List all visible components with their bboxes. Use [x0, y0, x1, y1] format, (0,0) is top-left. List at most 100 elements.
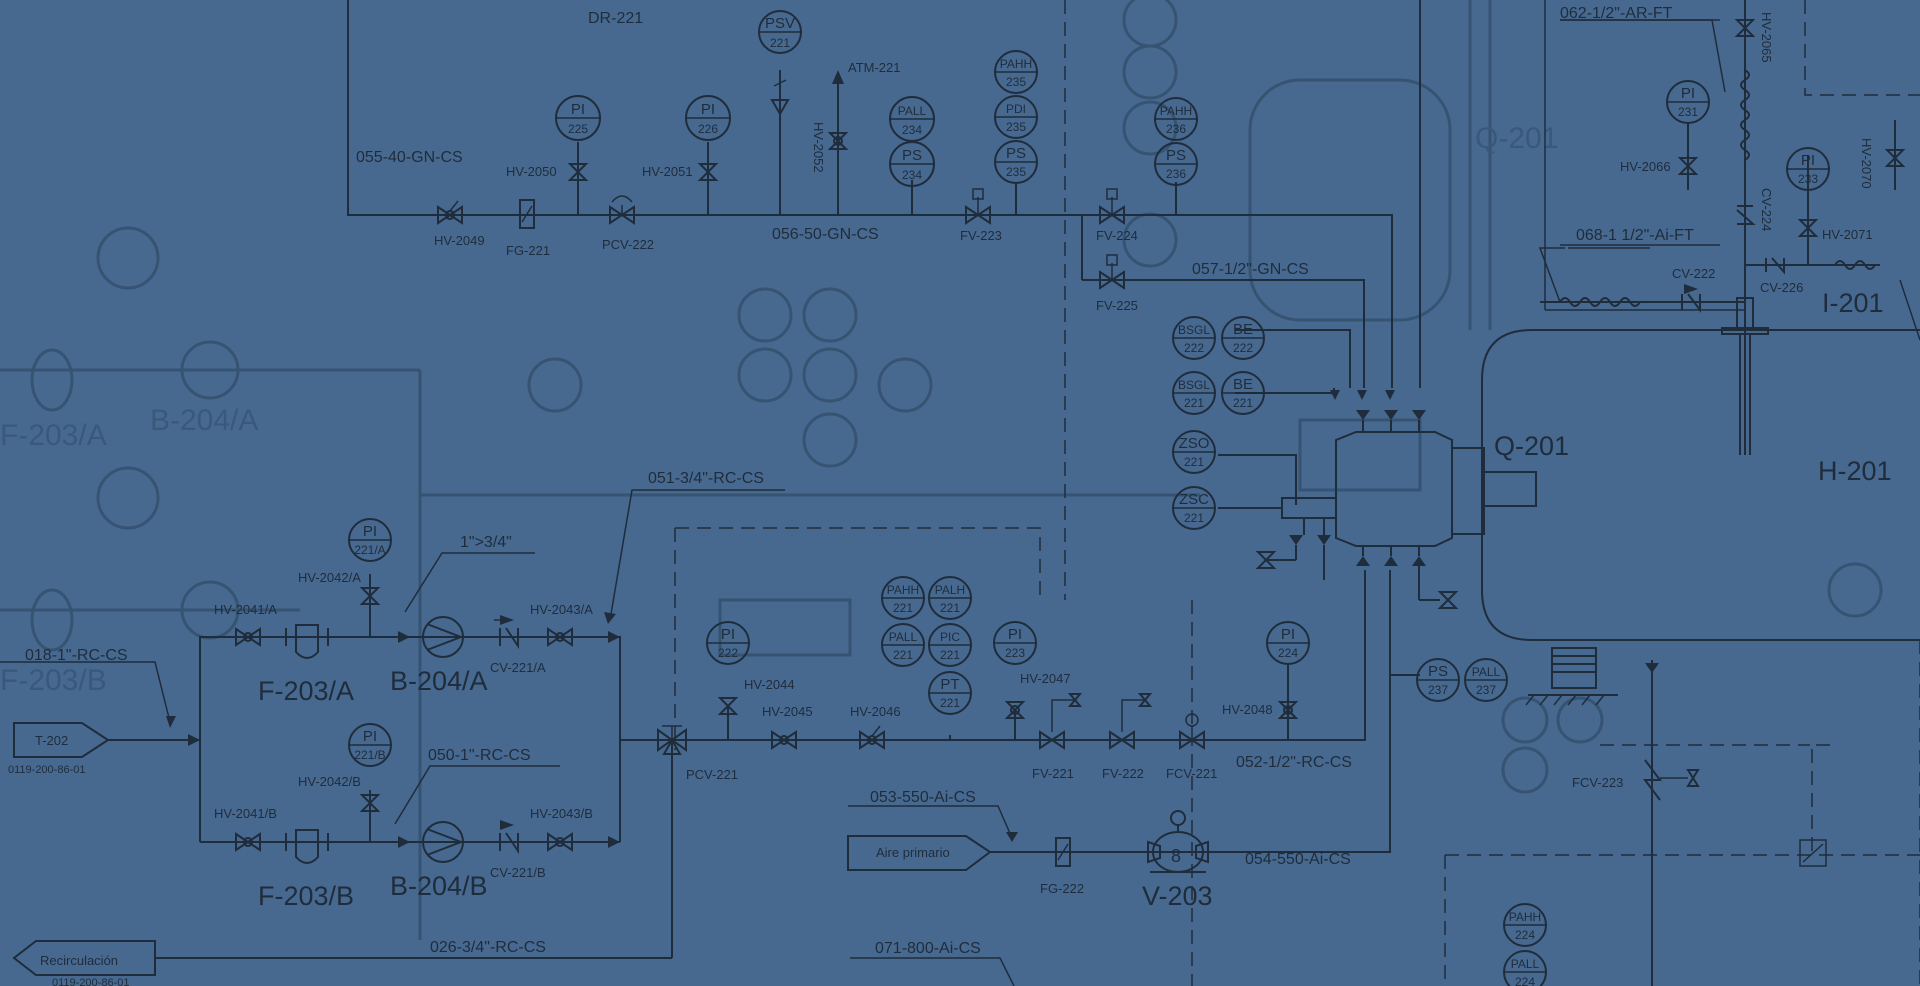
svg-text:221: 221 [893, 648, 913, 662]
valve-fv221[interactable] [1039, 693, 1083, 750]
valve-hv2071[interactable] [1797, 219, 1819, 237]
filter-fg221[interactable] [519, 199, 535, 229]
svg-text:HV-2046: HV-2046 [850, 704, 901, 719]
check-cv221b[interactable] [499, 820, 519, 855]
svg-text:HV-2065: HV-2065 [1759, 12, 1774, 63]
valve-hv2065[interactable] [1734, 19, 1756, 37]
check-cv222[interactable] [1681, 284, 1701, 313]
valve-hv2045[interactable] [771, 730, 797, 750]
valve-fcv223[interactable] [1643, 759, 1700, 801]
svg-text:HV-2042/B: HV-2042/B [298, 774, 361, 789]
valve-pcv222[interactable] [609, 195, 635, 225]
valve-hv2047[interactable] [1004, 701, 1026, 719]
drain-valve-right[interactable] [1437, 591, 1459, 609]
check-cv224[interactable] [1736, 205, 1756, 225]
svg-text:BE: BE [1233, 376, 1253, 393]
equipment-label-b204b: B-204/B [390, 871, 488, 901]
check-cv221a[interactable] [494, 615, 519, 650]
filter-f203b[interactable]: F-203/B [258, 829, 354, 911]
valve-hv2041a[interactable] [235, 627, 261, 647]
line-label-018: 018-1"-RC-CS [25, 647, 128, 664]
valve-fv225[interactable] [1099, 254, 1125, 290]
valve-hv2042a[interactable] [359, 587, 381, 605]
valve-hv2042b[interactable] [359, 794, 381, 812]
psv221-valve[interactable] [770, 79, 790, 117]
valve-fcv221[interactable] [1179, 713, 1205, 750]
fan-v203[interactable]: 8 V-203 [1142, 810, 1213, 911]
valve-hv2043b[interactable] [547, 832, 573, 852]
line-label-dr221: DR-221 [588, 10, 643, 27]
valve-hv2048[interactable] [1277, 701, 1299, 719]
valve-fv224[interactable] [1099, 188, 1125, 225]
valve-hv2070[interactable] [1884, 149, 1906, 167]
svg-text:HV-2048: HV-2048 [1222, 702, 1273, 717]
line-label-atm221: ATM-221 [848, 60, 901, 75]
offpage-aire-label: Aire primario [876, 845, 950, 860]
pump-b204a[interactable]: B-204/A [390, 616, 488, 696]
valve-fv223[interactable] [965, 188, 991, 225]
svg-text:PAHH: PAHH [1000, 57, 1032, 71]
valve-pcv221[interactable] [657, 725, 687, 755]
valve-hv2050[interactable] [567, 163, 589, 181]
drain-valve-left[interactable] [1255, 551, 1277, 569]
pump-b204b[interactable]: B-204/B [390, 821, 488, 901]
check-cv226[interactable] [1765, 257, 1785, 275]
svg-text:FG-221: FG-221 [506, 243, 550, 258]
svg-text:225: 225 [568, 122, 588, 136]
valve-hv2066[interactable] [1677, 157, 1699, 175]
filter-fg222[interactable] [1055, 837, 1071, 867]
valve-hv2051[interactable] [697, 163, 719, 181]
valve-hv2052[interactable] [827, 132, 849, 150]
valve-hv2044[interactable] [717, 697, 739, 715]
svg-text:HV-2071: HV-2071 [1822, 227, 1873, 242]
valve-hv2049[interactable] [437, 200, 463, 225]
line-label-062: 062-1/2"-AR-FT [1560, 5, 1673, 22]
svg-text:222: 222 [1233, 341, 1253, 355]
svg-text:HV-2051: HV-2051 [642, 164, 693, 179]
q201-compressor[interactable]: Q-201 [1281, 431, 1569, 547]
svg-text:FG-222: FG-222 [1040, 881, 1084, 896]
offpage-aire[interactable]: Aire primario [847, 835, 992, 871]
offpage-t202[interactable]: T-202 0119-200-86-01 [8, 722, 110, 776]
valve-hv2046[interactable] [859, 725, 885, 750]
filter-f203a[interactable]: F-203/A [258, 624, 354, 706]
valve-fv222[interactable] [1109, 693, 1153, 750]
svg-text:237: 237 [1476, 683, 1496, 697]
offpage-recirc[interactable]: Recirculación 0119-200-86-01 [12, 940, 156, 986]
h201-vessel: H-201 [1481, 329, 1920, 706]
valve-hv2043a[interactable] [547, 627, 573, 647]
valve-hv2041b[interactable] [235, 832, 261, 852]
